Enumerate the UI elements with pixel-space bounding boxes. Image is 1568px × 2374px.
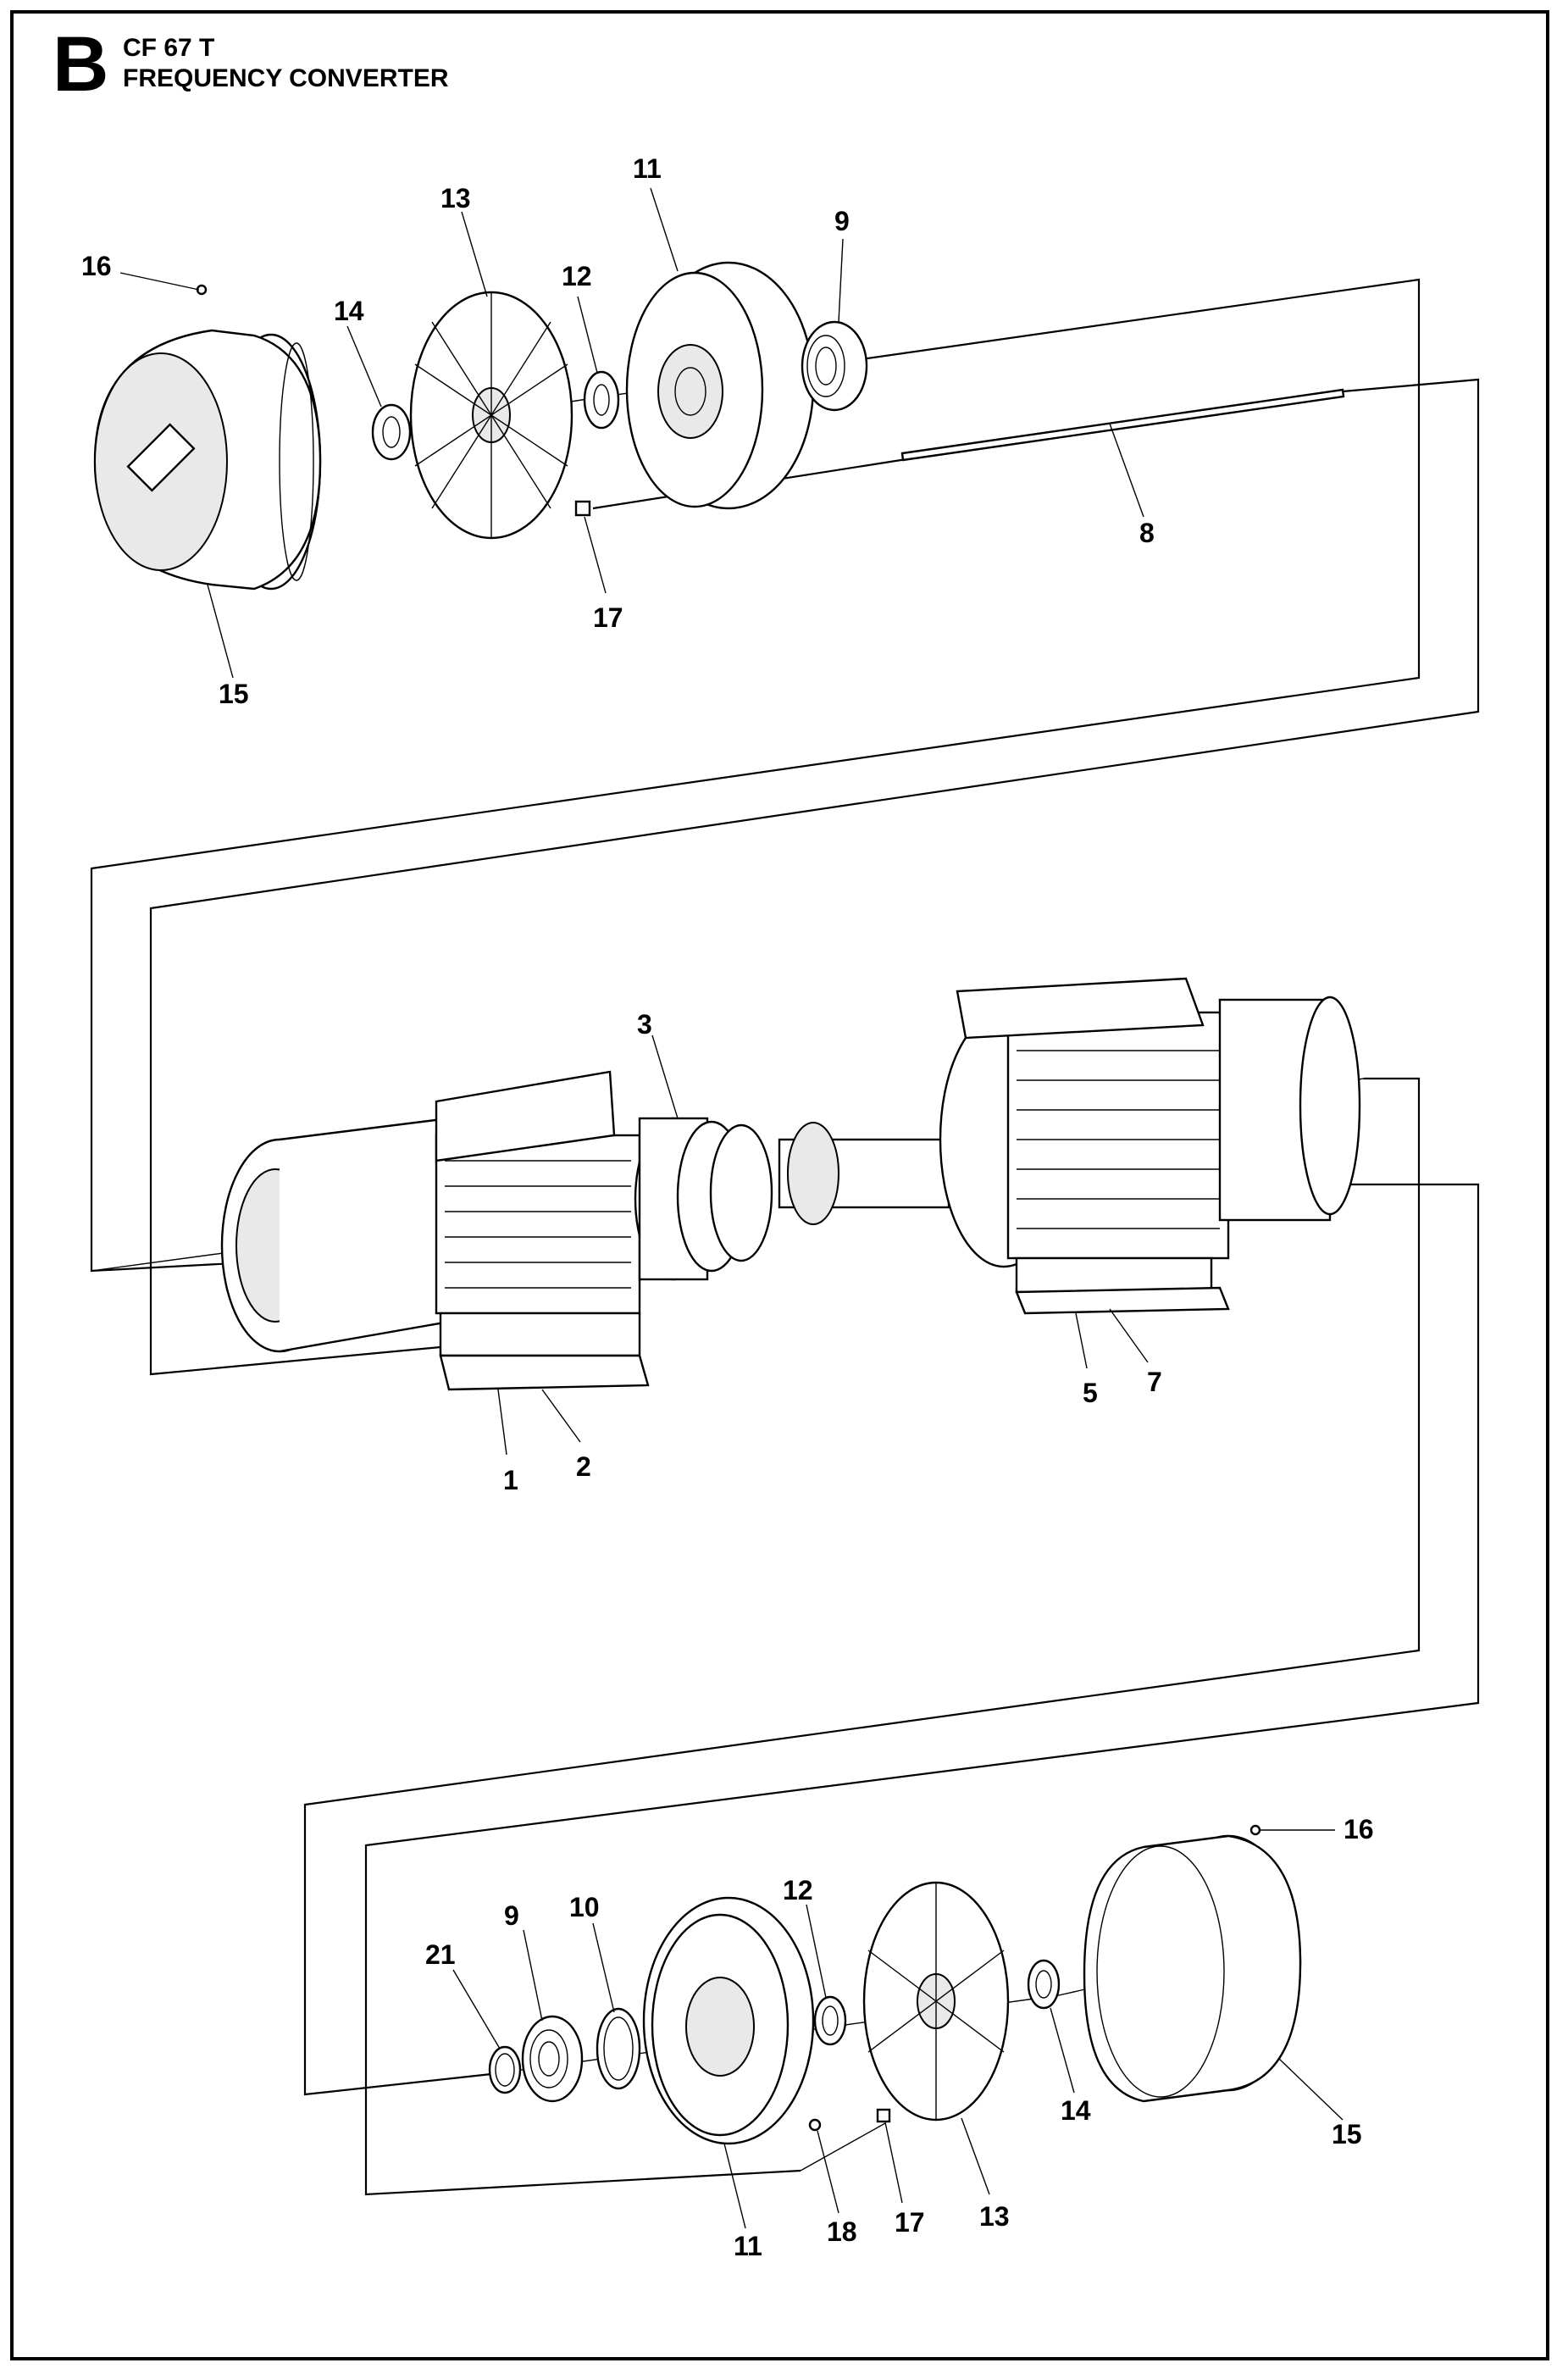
fan-cover-part-15-bottom <box>1083 1834 1302 2103</box>
callout-13-bottom: 13 <box>979 2201 1010 2232</box>
callout-1-middle: 1 <box>503 1465 518 1495</box>
callout-11-top: 11 <box>633 153 662 184</box>
callout-12-bottom: 12 <box>783 1875 813 1905</box>
seal-part-12 <box>583 370 620 430</box>
right-motor-part-5 <box>778 977 1361 1315</box>
callout-17-bottom: 17 <box>895 2207 925 2238</box>
middle-leader-lines <box>497 1034 1149 1456</box>
callout-15-bottom: 15 <box>1332 2119 1362 2149</box>
callout-12-top: 12 <box>562 261 592 291</box>
callout-11-bottom: 11 <box>734 2231 762 2261</box>
section-letter: B <box>53 21 109 108</box>
screw-part-16-bottom <box>1249 1824 1261 1836</box>
coupling-part-3 <box>634 1117 773 1281</box>
washer-part-18 <box>808 2118 822 2132</box>
callout-16-bottom: 16 <box>1344 1814 1374 1844</box>
callout-3-middle: 3 <box>637 1009 652 1040</box>
diagram-title: FREQUENCY CONVERTER <box>123 64 449 92</box>
nut-part-17 <box>574 500 591 517</box>
tie-rod-part-8 <box>900 388 1345 462</box>
callout-16-top: 16 <box>81 251 112 281</box>
page-border <box>10 10 1549 2360</box>
callout-7-middle: 7 <box>1147 1367 1162 1397</box>
left-motor-part-1 <box>220 1070 650 1391</box>
callout-8-top: 8 <box>1139 518 1155 548</box>
bearing-part-9-bottom <box>521 2015 584 2103</box>
middle-exploded-group: 3 1 2 5 7 <box>220 977 1361 1495</box>
callout-9-bottom: 9 <box>504 1900 519 1931</box>
callout-2-middle: 2 <box>576 1451 591 1482</box>
callout-14-bottom: 14 <box>1061 2095 1091 2126</box>
callout-21-bottom: 21 <box>425 1939 456 1970</box>
callout-10-bottom: 10 <box>569 1892 600 1922</box>
clamp-part-14-bottom <box>1027 1959 1061 2010</box>
callout-5-middle: 5 <box>1083 1378 1098 1408</box>
bearing-part-9 <box>801 320 868 412</box>
model-name: CF 67 T <box>123 34 215 62</box>
top-exploded-group: 16 14 13 12 11 9 8 17 15 <box>81 153 1345 709</box>
callout-13-top: 13 <box>440 183 471 214</box>
callout-17-top: 17 <box>593 602 623 633</box>
bottom-exploded-group: 21 9 10 12 16 14 15 11 18 17 13 <box>425 1814 1374 2261</box>
nut-part-17-bottom <box>876 2108 891 2123</box>
top-leader-lines <box>119 187 1144 679</box>
circlip-part-21 <box>488 2045 522 2094</box>
fan-part-13-bottom <box>862 1881 1010 2122</box>
bottom-leader-lines <box>452 1829 1344 2229</box>
end-shield-part-11 <box>625 261 815 510</box>
spring-washer-part-10 <box>596 2007 641 2090</box>
callout-15-top: 15 <box>219 679 249 709</box>
callout-9-top: 9 <box>834 206 850 236</box>
fan-cover-part-15 <box>93 329 322 591</box>
callout-18-bottom: 18 <box>827 2216 857 2247</box>
callout-14-top: 14 <box>334 296 364 326</box>
seal-part-12-bottom <box>813 1995 847 2046</box>
fan-part-13 <box>409 291 573 540</box>
clamp-part-14 <box>371 403 412 461</box>
end-shield-part-11-bottom <box>642 1896 815 2145</box>
